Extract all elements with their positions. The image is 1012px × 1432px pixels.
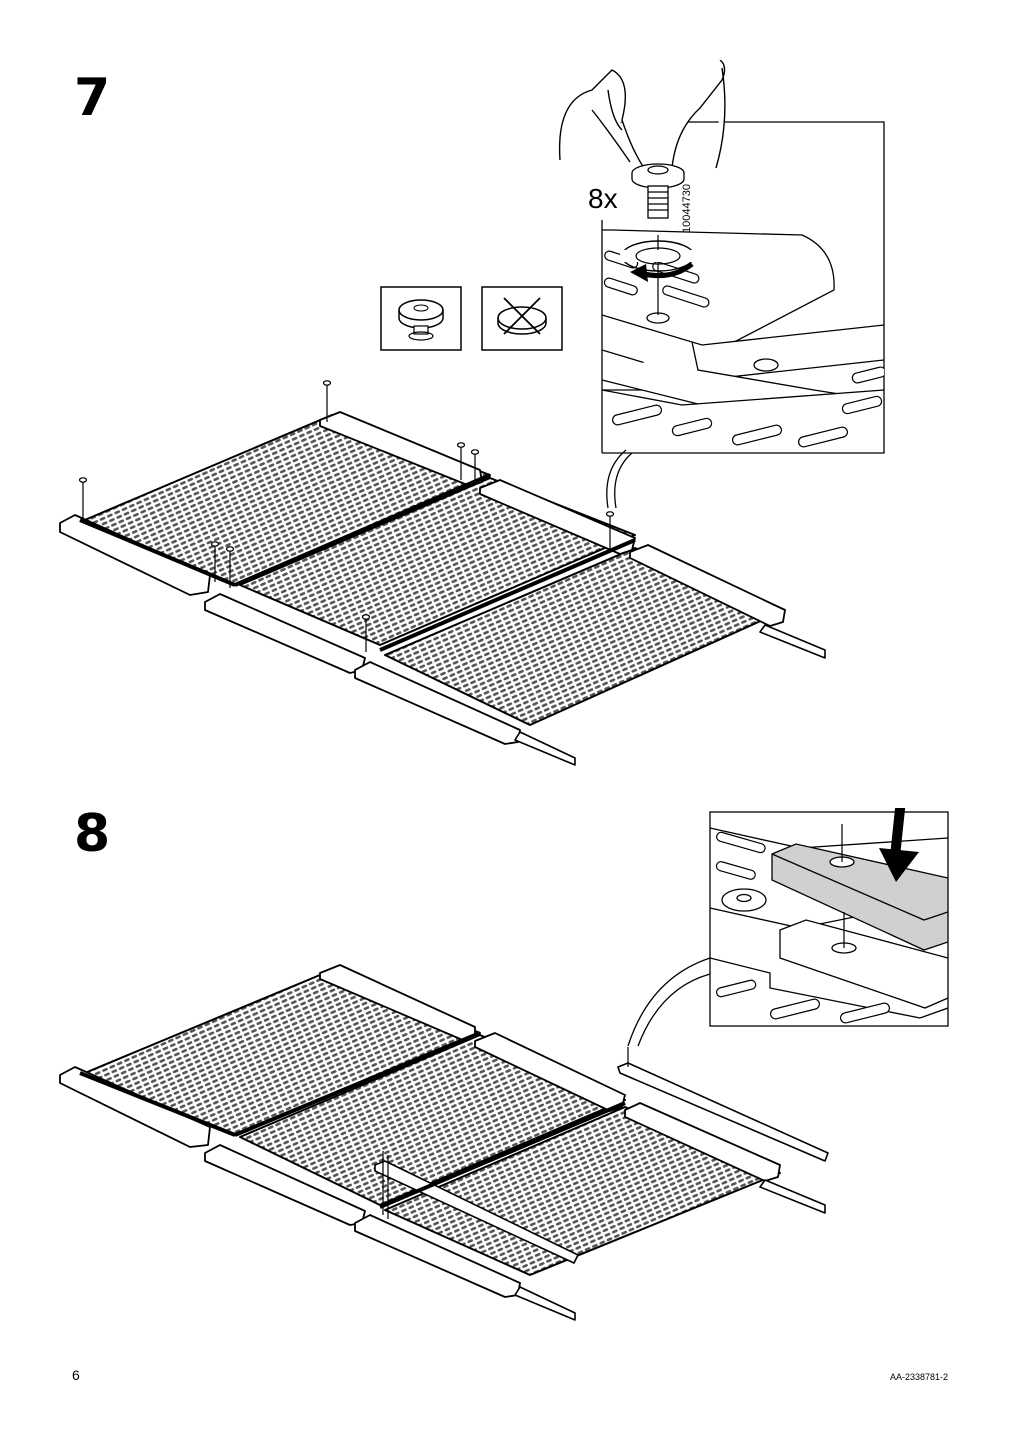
screw-example-boxes [380,286,563,351]
page-number: 6 [72,1367,80,1383]
rotate-clockwise-icon [620,240,696,282]
step-8-assembly-drawing [59,964,829,1321]
document-code: AA-2338781-2 [889,1372,948,1382]
screw-markers [78,380,615,652]
arrow-down-icon [879,808,919,882]
step-7-assembly-drawing [59,380,826,766]
screw-seated-icon [380,286,462,351]
screw-quantity-label: 8x [588,183,618,214]
screw-part-number: 10044730 [681,184,693,233]
step-8-detail-callout [627,808,949,1047]
step-7-number: 7 [74,68,111,128]
grid-panel-middle [239,1034,626,1206]
step-8-number: 8 [74,804,111,864]
screw-10044730-icon [631,163,685,219]
hand-icon [558,60,726,169]
grid-panel-middle [239,477,636,646]
screw-crossed-out-icon [481,286,563,351]
grid-panel-right [384,1106,781,1276]
step-7-detail-callout [558,60,885,509]
